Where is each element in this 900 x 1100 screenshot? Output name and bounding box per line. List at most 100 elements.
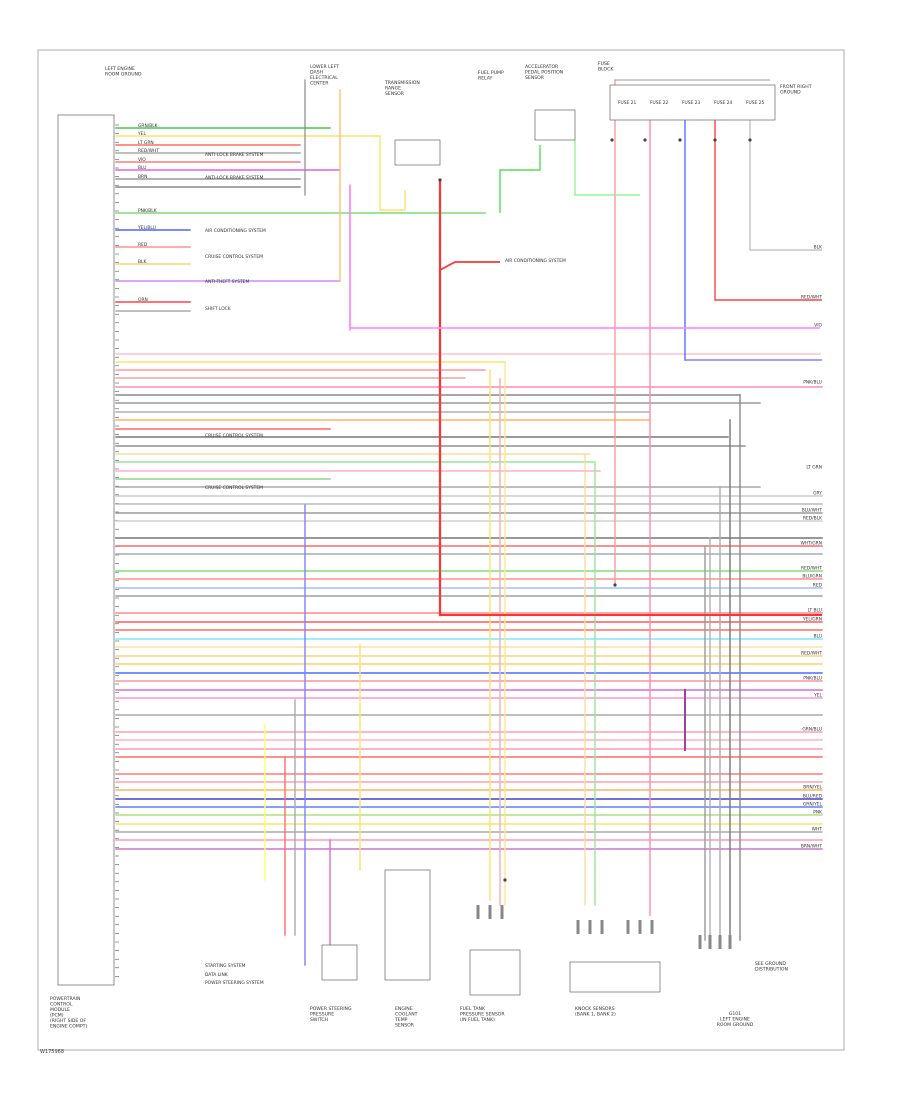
right-wire-label: PNK/BLU — [803, 380, 822, 386]
diagram-frame — [37, 49, 845, 1051]
wire-color-label: RED/WHT — [138, 148, 159, 154]
right-wire-label: VIO — [814, 323, 822, 329]
splice-dot — [613, 583, 617, 587]
right-wire-label: GRN/YEL — [803, 802, 823, 808]
transmission-label: SENSOR — [385, 91, 405, 97]
ect-sensor-label: COOLANT — [395, 1012, 418, 1018]
connector-pin — [600, 920, 604, 934]
right-wire-label: RED/WHT — [801, 295, 822, 301]
right-wire-label: GRY — [813, 491, 822, 497]
wire-layer — [115, 79, 823, 977]
right-wire-label: RED/WHT — [801, 566, 822, 572]
branch-note-label: DISTRIBUTION — [755, 967, 788, 973]
system-label: ANTI-THEFT SYSTEM — [205, 279, 249, 285]
fuse-block-label: FUSE — [598, 61, 610, 67]
right-wire-label: BLU/WHT — [802, 508, 823, 514]
front-ground-label: GROUND — [780, 90, 801, 96]
lower-dash-label: DASH — [310, 70, 323, 76]
fuse-label: FUSE 22 — [650, 100, 668, 106]
wire-color-label: YEL — [137, 131, 146, 137]
lt-grn-route — [574, 140, 640, 196]
yel-route — [379, 136, 406, 211]
wire-color-label: VIO — [138, 157, 146, 163]
right-wire-label: RED — [813, 583, 823, 589]
gnd-route — [749, 95, 822, 251]
right-wire-label: BLU/RED — [803, 794, 823, 800]
connector-pin — [588, 920, 592, 934]
connector-pin — [650, 920, 654, 934]
connector-pin — [576, 920, 580, 934]
right-wire-label: LT BLU — [808, 608, 822, 614]
fuse-label: FUSE 21 — [618, 100, 636, 106]
right-wire-label: PNK — [813, 810, 822, 816]
transmission-sensor-box — [394, 139, 441, 166]
system-label: ANTI-LOCK BRAKE SYSTEM — [205, 152, 264, 158]
pcm-label: POWERTRAIN — [50, 996, 80, 1002]
fuse-block-box — [609, 84, 776, 121]
knock-sensors-label: (BANK 1, BANK 2) — [575, 1012, 616, 1018]
branch-system-label: AIR CONDITIONING SYSTEM — [505, 258, 566, 264]
system-label: CRUISE CONTROL SYSTEM — [205, 254, 263, 260]
knock-sensors-box — [569, 961, 661, 993]
accel-pedal-label: ACCELERATOR — [525, 64, 559, 70]
left-ground-label: ROOM GROUND — [105, 72, 142, 78]
system-label: AIR CONDITIONING SYSTEM — [205, 228, 266, 234]
ect-sensor-label: SENSOR — [395, 1023, 415, 1029]
splice-dot — [503, 878, 507, 882]
wire-color-label: GRN/BLK — [138, 123, 158, 129]
accel-pedal-label: PEDAL POSITION — [525, 70, 563, 76]
right-wire-label: GRN/BLU — [802, 727, 822, 733]
fuel-tank-label: PRESSURE SENSOR — [460, 1012, 505, 1018]
system-label: POWER STEERING SYSTEM — [205, 980, 264, 986]
transmission-label: TRANSMISSION — [384, 80, 420, 86]
system-label: DATA LINK — [205, 972, 228, 978]
splice-dot — [713, 138, 717, 142]
lower-dash-label: LOWER LEFT — [310, 64, 339, 70]
wire-color-label: PNK/BLK — [138, 208, 157, 214]
wire-color-label: YEL/BLU — [137, 225, 156, 231]
system-label: SHIFT LOCK — [205, 306, 231, 312]
left-ground-label: LEFT ENGINE — [105, 66, 135, 72]
power-steering-label: SWITCH — [310, 1017, 328, 1023]
front-ground-label: FRONT RIGHT — [780, 84, 812, 90]
ect-sensor-box — [384, 869, 431, 981]
right-wire-label: RED/BLK — [803, 516, 822, 522]
branch-route — [439, 261, 500, 271]
branch-note-label: SEE GROUND — [755, 961, 786, 967]
splice-dot — [610, 138, 614, 142]
wire-color-label: ORN — [138, 297, 148, 303]
right-wire-label: WHT/GRN — [800, 541, 822, 547]
system-label: CRUISE CONTROL SYSTEM — [205, 485, 263, 491]
wire-color-label: RED — [138, 242, 148, 248]
connector-pin — [488, 905, 492, 919]
pcm-label: (PCM) — [50, 1013, 64, 1019]
right-wire-label: BLU/GRN — [802, 574, 822, 580]
component-layer — [57, 84, 776, 996]
wire-color-label: BLK — [138, 259, 146, 265]
system-label: ANTI-LOCK BRAKE SYSTEM — [205, 175, 264, 181]
system-label: STARTING SYSTEM — [205, 963, 246, 969]
fuse-label: FUSE 23 — [682, 100, 700, 106]
bottom-ground-label: LEFT ENGINE — [720, 1017, 750, 1023]
vio-route — [349, 185, 820, 329]
accel-pedal-label: SENSOR — [525, 75, 545, 81]
system-label: CRUISE CONTROL SYSTEM — [205, 433, 263, 439]
fuel-pump-relay-label: FUEL PUMP — [478, 70, 504, 76]
pcm-label: ENGINE COMPT) — [50, 1024, 87, 1030]
pcm-body — [57, 114, 115, 986]
connector-pin — [638, 920, 642, 934]
connector-pin — [626, 920, 630, 934]
right-wire-label: PNK/BLU — [803, 676, 822, 682]
fuse-label: FUSE 24 — [714, 100, 732, 106]
lower-dash-label: CENTER — [310, 81, 329, 87]
pcm-label: MODULE — [50, 1007, 70, 1013]
power-steering-label: POWER STEERING — [310, 1006, 352, 1012]
bottom-ground-label: ROOM GROUND — [717, 1022, 754, 1028]
right-wire-label: BRN/WHT — [801, 844, 822, 850]
ect-sensor-label: TEMP — [394, 1017, 408, 1023]
right-wire-label: BLK — [814, 245, 822, 251]
connector-pin — [476, 905, 480, 919]
right-wire-label: YEL — [813, 693, 822, 699]
connector-pin — [500, 905, 504, 919]
